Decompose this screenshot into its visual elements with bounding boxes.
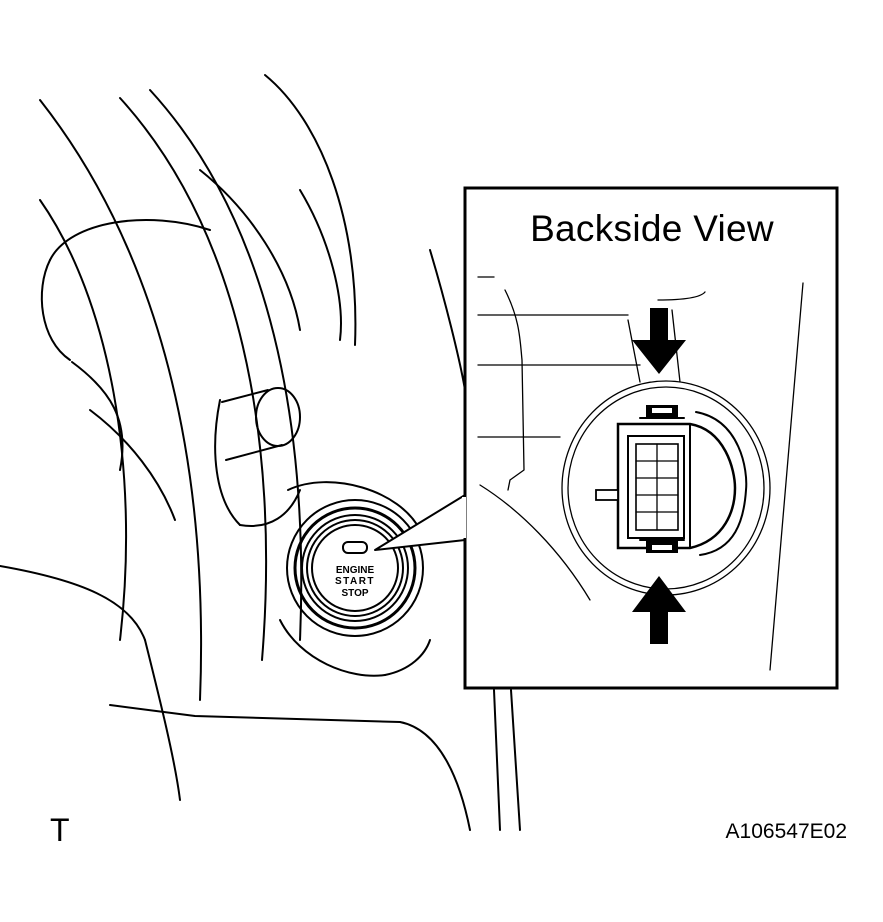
steering-wheel <box>0 74 471 831</box>
console-lines <box>493 689 521 831</box>
callout-pointer <box>374 494 468 551</box>
button-label-start: START <box>335 576 375 587</box>
indicator-lamp <box>342 541 368 554</box>
arrow-down-icon <box>632 308 686 374</box>
button-label-engine: ENGINE <box>336 565 375 576</box>
inset-backside-view <box>477 276 804 671</box>
inset-title: Backside View <box>530 208 774 249</box>
figure-code: A106547E02 <box>725 820 847 843</box>
connector-icon <box>595 405 748 556</box>
button-label-stop: STOP <box>341 588 368 599</box>
corner-mark: T <box>50 812 70 848</box>
engine-start-button: ENGINE START STOP <box>279 481 431 677</box>
arrow-up-icon <box>632 576 686 644</box>
